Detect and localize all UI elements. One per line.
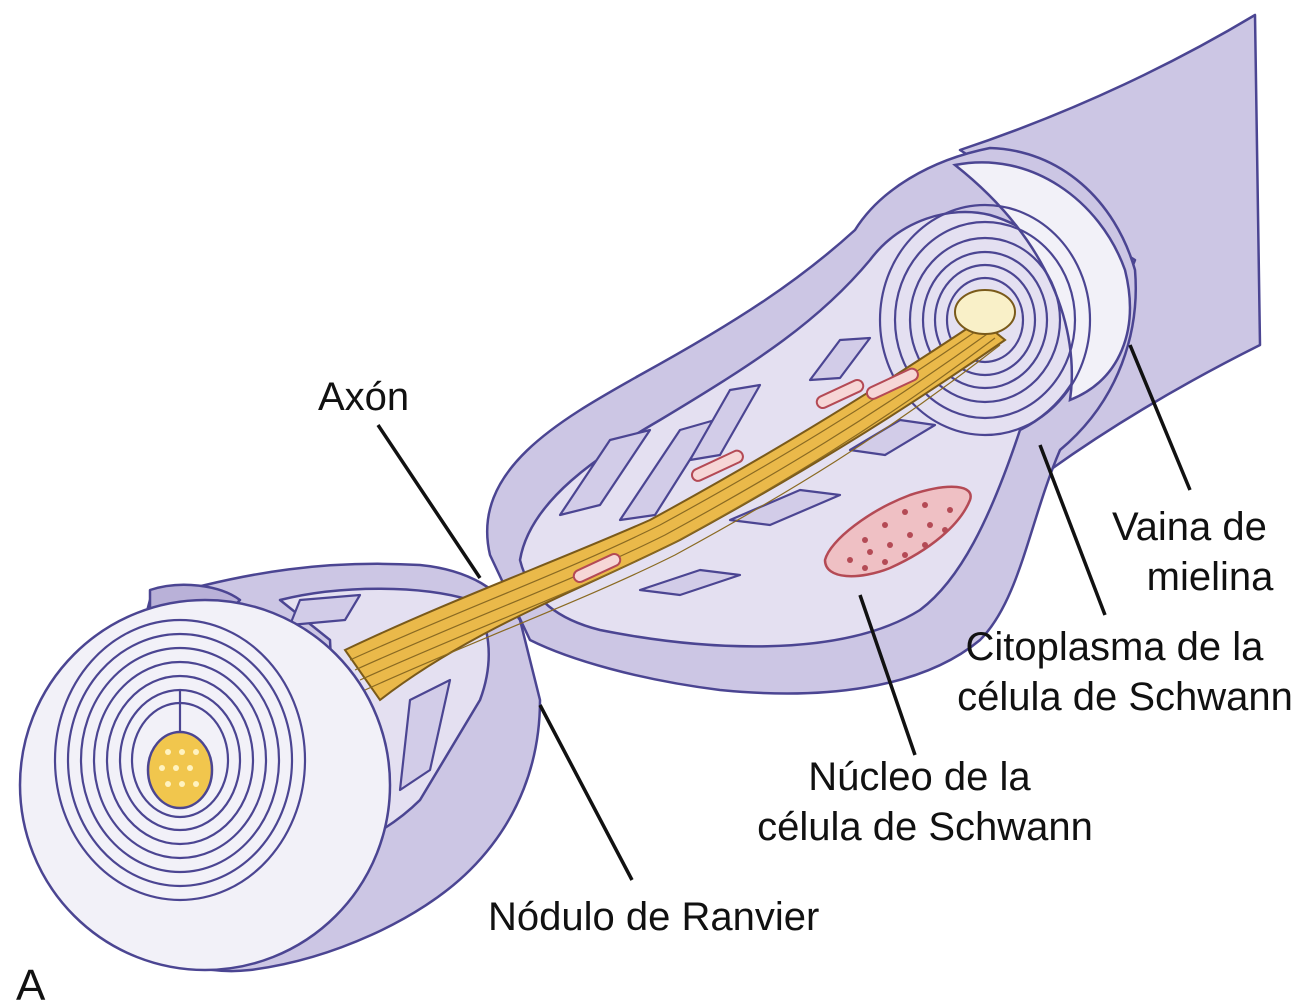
label-nucleus-line-2: célula de Schwann bbox=[757, 805, 1093, 849]
panel-letter: A bbox=[16, 961, 46, 1007]
label-myelin-line-2: mielina bbox=[1147, 555, 1274, 599]
axon-cross-section bbox=[148, 732, 212, 808]
label-nucleus-line-1: Núcleo de la bbox=[808, 755, 1031, 799]
node-leader-line bbox=[540, 705, 632, 880]
label-schwann-nucleus: Núcleo de la célula de Schwann bbox=[757, 755, 1093, 849]
label-node-of-ranvier: Nódulo de Ranvier bbox=[488, 895, 819, 939]
label-cytoplasm-line-2: célula de Schwann bbox=[957, 675, 1293, 719]
label-myelin-sheath: Vaina de mielina bbox=[1112, 505, 1278, 599]
label-myelin-line-1: Vaina de bbox=[1112, 505, 1267, 549]
cytoplasm-leader-line bbox=[1040, 445, 1105, 615]
label-cytoplasm-line-1: Citoplasma de la bbox=[965, 625, 1264, 669]
right-schwann-cell bbox=[487, 15, 1260, 693]
label-axon: Axón bbox=[318, 375, 409, 419]
label-schwann-cytoplasm: Citoplasma de la célula de Schwann bbox=[957, 625, 1293, 719]
axon-leader-line bbox=[378, 425, 480, 578]
